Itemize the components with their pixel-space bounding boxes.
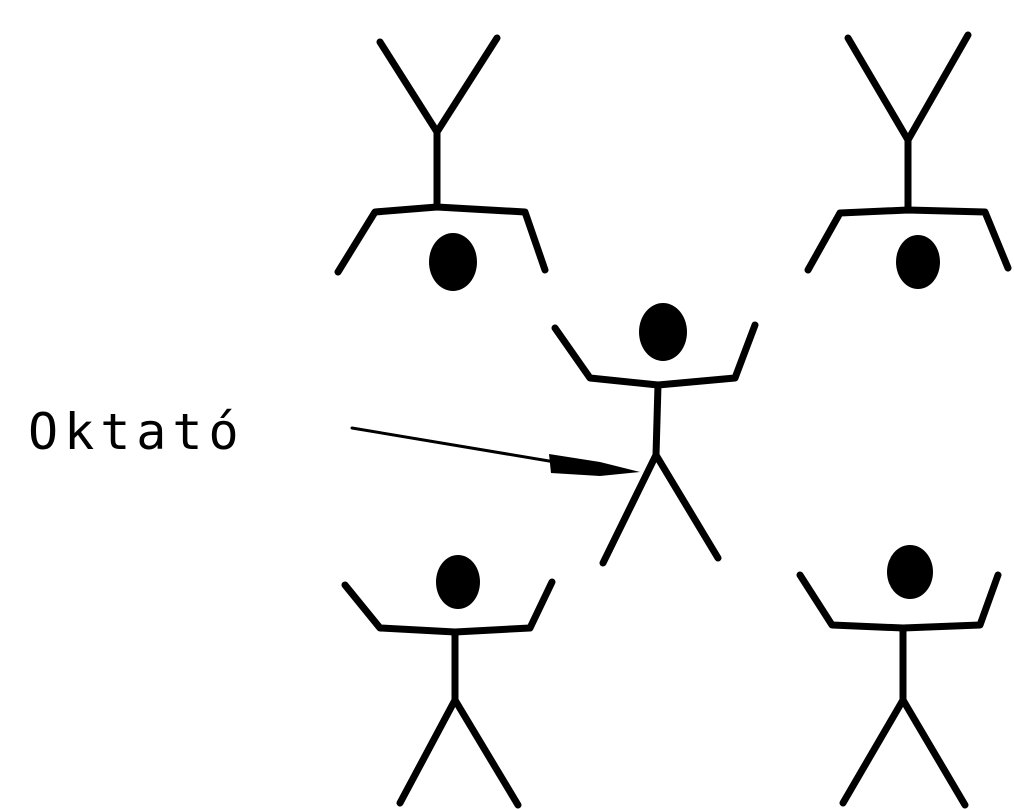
figure-arms — [804, 206, 1012, 274]
figure-legs — [839, 696, 969, 809]
figure-head — [429, 233, 477, 291]
pointer-arrowhead — [549, 454, 640, 476]
pointer-line — [350, 426, 557, 464]
instructor-figure — [551, 303, 759, 567]
figure-body — [652, 381, 662, 459]
label-pointer-arrow — [350, 426, 640, 476]
figure-legs — [396, 696, 522, 809]
figure-legs — [376, 34, 501, 136]
figure-legs — [599, 451, 722, 567]
standing-figure-bottom-left — [341, 555, 556, 809]
inverted-figure-top-right — [804, 31, 1012, 289]
figure-head — [639, 303, 687, 361]
figure-arms — [334, 203, 549, 276]
figure-legs — [844, 31, 972, 144]
figure-head — [896, 235, 940, 289]
inverted-figure-top-left — [334, 34, 549, 291]
instructor-label: Oktató — [28, 403, 245, 461]
figure-head — [887, 545, 933, 599]
standing-figure-bottom-right — [796, 545, 1002, 809]
figure-head — [436, 555, 480, 609]
